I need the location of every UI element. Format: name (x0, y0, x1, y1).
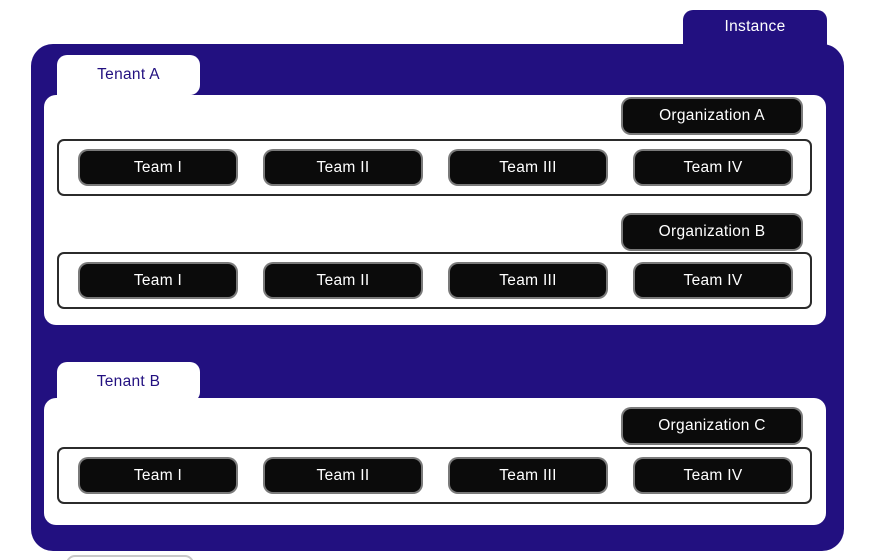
team-pill: Team II (265, 264, 421, 297)
team-pill: Team IV (635, 459, 791, 492)
team-pill: Team II (265, 151, 421, 184)
organization-a-pill: Organization A (623, 99, 801, 133)
team-pill: Team III (450, 264, 606, 297)
team-pill: Team I (80, 264, 236, 297)
team-label: Team IV (683, 466, 743, 484)
tenant-b-label: Tenant B (96, 373, 161, 390)
team-pill: Team I (80, 151, 236, 184)
organization-b-team-row: Team I Team II Team III Team IV (57, 252, 812, 309)
team-pill: Team II (265, 459, 421, 492)
team-label: Team I (133, 466, 183, 484)
team-label: Team III (499, 271, 557, 289)
tenant-b-tab: Tenant B (57, 362, 200, 402)
tenant-a-tab: Tenant A (57, 55, 200, 95)
organization-c-team-row: Team I Team II Team III Team IV (57, 447, 812, 504)
team-pill: Team I (80, 459, 236, 492)
organization-b-label: Organization B (658, 223, 766, 240)
team-label: Team III (499, 158, 557, 176)
team-label: Team II (316, 158, 370, 176)
tenant-a-label: Tenant A (97, 66, 160, 83)
team-label: Team I (133, 158, 183, 176)
organization-c-label: Organization C (658, 417, 766, 434)
team-label: Team II (316, 271, 370, 289)
team-pill: Team III (450, 151, 606, 184)
team-pill: Team III (450, 459, 606, 492)
organization-b-pill: Organization B (623, 215, 801, 249)
team-label: Team IV (683, 158, 743, 176)
organization-c-pill: Organization C (623, 409, 801, 443)
team-pill: Team IV (635, 264, 791, 297)
team-pill: Team IV (635, 151, 791, 184)
team-label: Team II (316, 466, 370, 484)
organization-a-label: Organization A (659, 107, 765, 124)
organization-a-team-row: Team I Team II Team III Team IV (57, 139, 812, 196)
team-label: Team IV (683, 271, 743, 289)
tenant-a-box: Organization A Team I Team II Team III T… (44, 95, 826, 325)
team-label: Team I (133, 271, 183, 289)
team-label: Team III (499, 466, 557, 484)
tenant-b-box: Organization C Team I Team II Team III T… (44, 398, 826, 525)
cutoff-tab-edge (66, 555, 194, 560)
instance-label: Instance (724, 18, 786, 35)
